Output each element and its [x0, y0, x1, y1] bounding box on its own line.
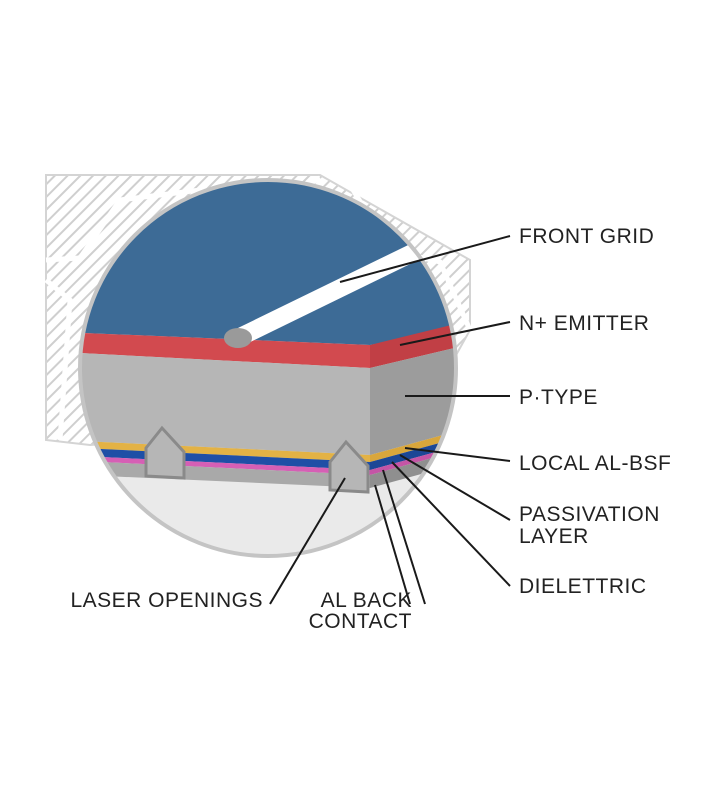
p-type-layer	[80, 352, 370, 455]
magnified-cell-section	[80, 180, 456, 556]
front-grid-busbar	[224, 328, 252, 348]
label-local-al-bsf: LOCAL AL-BSF	[519, 452, 671, 475]
label-passivation-line1: PASSIVATION	[519, 503, 660, 526]
al-bsf-layer	[80, 440, 370, 462]
label-passivation-line2: LAYER	[519, 525, 589, 548]
leader-n-emitter	[399, 321, 511, 346]
laser-opening-right	[328, 439, 370, 494]
magnifier-circle	[78, 178, 458, 558]
label-front-grid: FRONT GRID	[519, 225, 654, 248]
leader-laser-openings	[269, 477, 346, 605]
label-al-back-line2: CONTACT	[309, 610, 412, 633]
leader-al-back-contact-b	[382, 469, 426, 605]
dielectric-layer	[80, 455, 370, 475]
leader-passivation	[399, 454, 511, 521]
label-al-back-line1: AL BACK	[321, 589, 412, 612]
label-dielettric: DIELETTRIC	[519, 575, 647, 598]
al-back-contact	[80, 460, 370, 488]
leader-dielettric	[391, 461, 511, 587]
passivation-layer	[80, 447, 370, 470]
laser-opening-left	[144, 425, 186, 480]
leader-front-grid	[339, 235, 511, 283]
leader-local-al-bsf	[404, 447, 511, 462]
label-n-emitter: N+ EMITTER	[519, 312, 649, 335]
label-p-type: P·TYPE	[519, 386, 598, 409]
leader-al-back-contact-a	[374, 484, 411, 605]
n-emitter-layer	[80, 332, 370, 368]
label-laser-openings: LASER OPENINGS	[70, 589, 263, 612]
